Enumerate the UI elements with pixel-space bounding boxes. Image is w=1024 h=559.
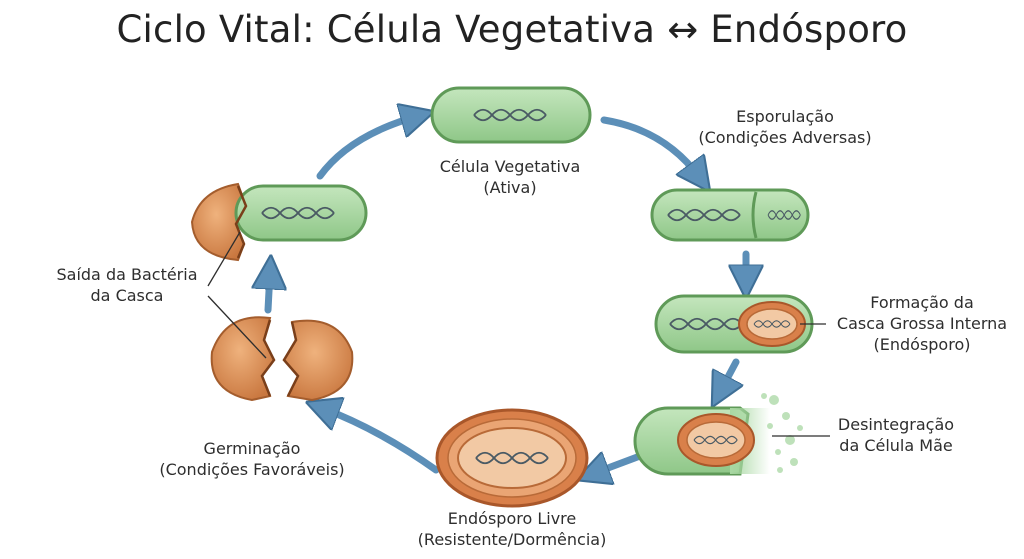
pointer-exit-top (207, 231, 241, 287)
arrow-free-spore-to-germination (322, 408, 440, 474)
dividing-cell (650, 188, 810, 242)
arrow-formation-to-disintegration (720, 358, 736, 392)
label-free-spore: Endósporo Livre (Resistente/Dormência) (417, 509, 607, 549)
label-disintegration: Desintegração da Célula Mãe (837, 415, 955, 455)
cracked-shell (210, 316, 354, 402)
label-exit: Saída da Bactéria da Casca (56, 265, 198, 305)
pointer-exit-bottom (207, 295, 267, 359)
arrow-exit-to-vegetative (316, 116, 418, 180)
arrow-germination-to-exit (268, 272, 270, 314)
arrow-disintegration-to-free-spore (592, 456, 644, 474)
disintegrating-cell (633, 393, 803, 476)
diagram-title: Ciclo Vital: Célula Vegetativa ↔ Endóspo… (116, 8, 908, 51)
cycle-arrows (268, 116, 746, 474)
exiting-bacterium (190, 182, 368, 262)
label-formation: Formação da Casca Grossa Interna (Endósp… (836, 293, 1008, 354)
forespore-cell (654, 294, 814, 354)
label-vegetative: Célula Vegetativa (Ativa) (439, 157, 581, 197)
arrow-vegetative-to-sporulation (600, 116, 700, 178)
free-endospore (435, 408, 589, 508)
label-germination: Germinação (Condições Favoráveis) (159, 439, 345, 479)
label-sporulation: Esporulação (Condições Adversas) (698, 107, 872, 147)
vegetative-cell (430, 86, 592, 144)
pointer-lines (207, 231, 830, 437)
cell-debris (761, 393, 803, 473)
